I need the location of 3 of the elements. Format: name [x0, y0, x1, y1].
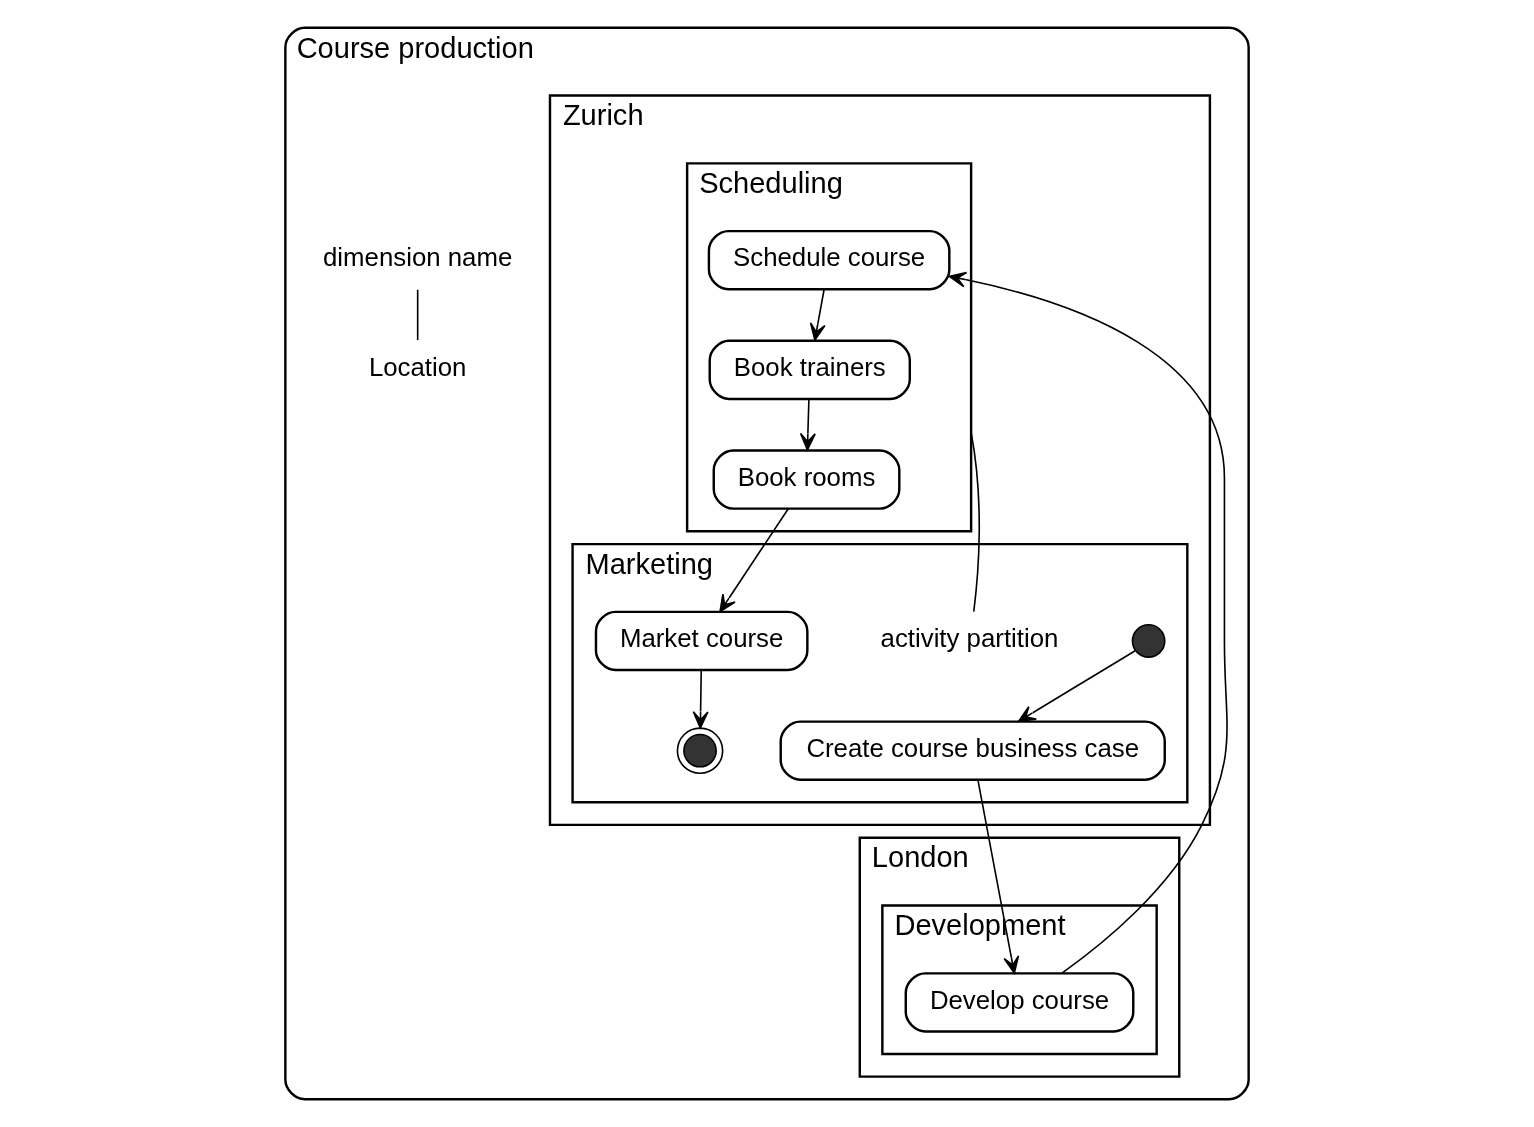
node-text: activity partition	[880, 624, 1059, 653]
node-text: dimension name	[323, 243, 513, 272]
node-text: Location	[368, 353, 467, 382]
